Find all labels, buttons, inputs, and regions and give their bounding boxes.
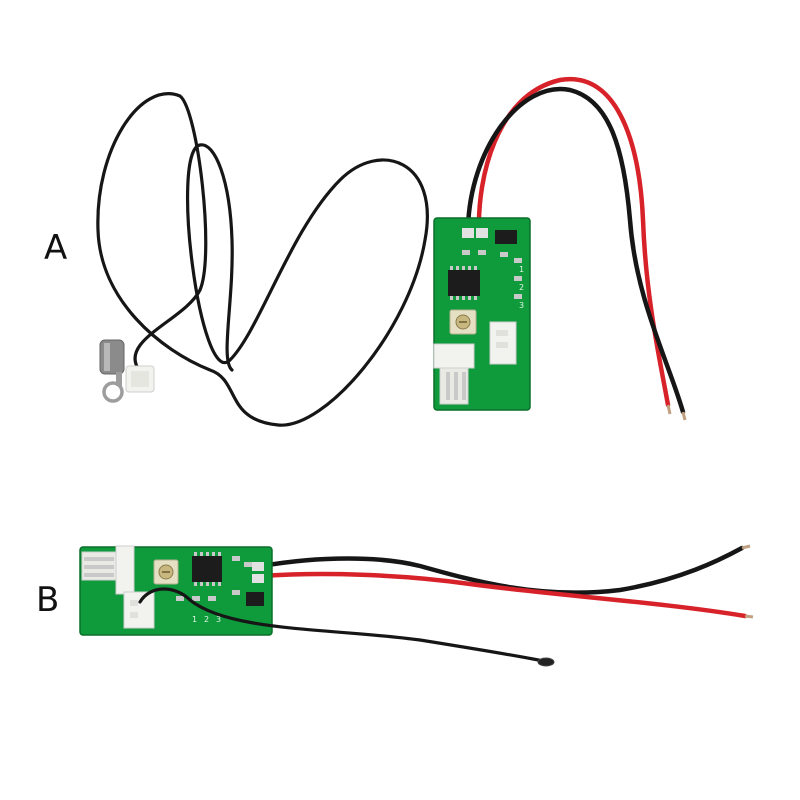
silkscreen-number-a1: 1	[519, 265, 524, 274]
pin-header-a	[433, 343, 475, 405]
pin-header-b	[81, 545, 135, 595]
temperature-probe-b	[537, 657, 555, 667]
silkscreen-number-b3: 3	[216, 615, 221, 624]
probe-plug-a	[125, 365, 155, 393]
potentiometer-b	[153, 559, 179, 585]
label-a: A	[44, 228, 68, 268]
red-wire-b	[259, 571, 748, 619]
module-b: 1 2 3	[79, 544, 754, 667]
probe-cable-b	[138, 587, 550, 664]
label-b: B	[36, 580, 60, 620]
silkscreen-number-a3: 3	[519, 301, 524, 310]
fan-connector-b	[123, 591, 155, 629]
ic-chip-a	[448, 266, 480, 300]
ic-chip-b	[192, 552, 222, 586]
pcb-a: 1 2 3	[433, 217, 531, 411]
temperature-probe-a	[99, 339, 125, 403]
potentiometer-a	[449, 309, 477, 335]
silkscreen-number-a2: 2	[519, 283, 524, 292]
probe-cable-a	[96, 92, 429, 427]
silkscreen-number-b1: 1	[192, 615, 197, 624]
module-a: 1 2 3	[96, 76, 687, 427]
fan-connector-a	[489, 321, 517, 365]
silkscreen-number-b2: 2	[204, 615, 209, 624]
black-wire-a	[465, 86, 686, 415]
